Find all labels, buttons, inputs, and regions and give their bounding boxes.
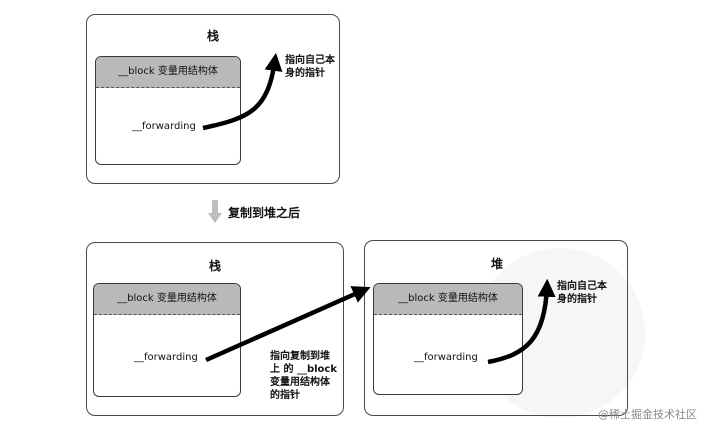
stack-region-top: 栈 __block 变量用结构体 __forwarding: [86, 14, 340, 184]
struct-header-heap: __block 变量用结构体: [374, 284, 522, 315]
down-arrow-icon: [208, 200, 222, 223]
forwarding-field-heap: __forwarding: [414, 352, 478, 363]
struct-header-stack-bottom: __block 变量用结构体: [94, 284, 240, 315]
forwarding-to-heap-arrow: [205, 286, 371, 363]
block-struct-top: __block 变量用结构体 __forwarding: [95, 56, 241, 165]
stack-region-bottom: 栈 __block 变量用结构体 __forwarding: [86, 242, 344, 416]
region-title-stack-bottom: 栈: [208, 259, 221, 273]
heap-pointer-note: 指向复制到堆 上 的 __block 变量用结构体 的指针: [270, 351, 337, 401]
block-struct-stack-bottom: __block 变量用结构体 __forwarding: [93, 283, 241, 397]
region-title-heap: 堆: [491, 257, 504, 271]
self-pointer-note-top: 指向自己本 身的指针: [285, 55, 335, 79]
block-struct-heap: __block 变量用结构体 __forwarding: [373, 283, 523, 395]
copy-to-heap-label: 复制到堆之后: [228, 205, 301, 220]
struct-header-top: __block 变量用结构体: [96, 57, 240, 88]
forwarding-field-stack-bottom: __forwarding: [134, 352, 198, 363]
watermark-text: @稀土掘金技术社区: [598, 408, 697, 421]
forwarding-field-top: __forwarding: [132, 121, 196, 132]
copy-to-heap-step: 复制到堆之后: [208, 200, 300, 224]
self-pointer-arrow-heap: [487, 278, 556, 365]
heap-region: 堆 __block 变量用结构体 __forwarding: [364, 240, 628, 416]
self-pointer-arrow-top: [202, 52, 283, 131]
region-title-stack-top: 栈: [206, 29, 219, 43]
self-pointer-note-heap: 指向自己本 身的指针: [557, 281, 607, 305]
